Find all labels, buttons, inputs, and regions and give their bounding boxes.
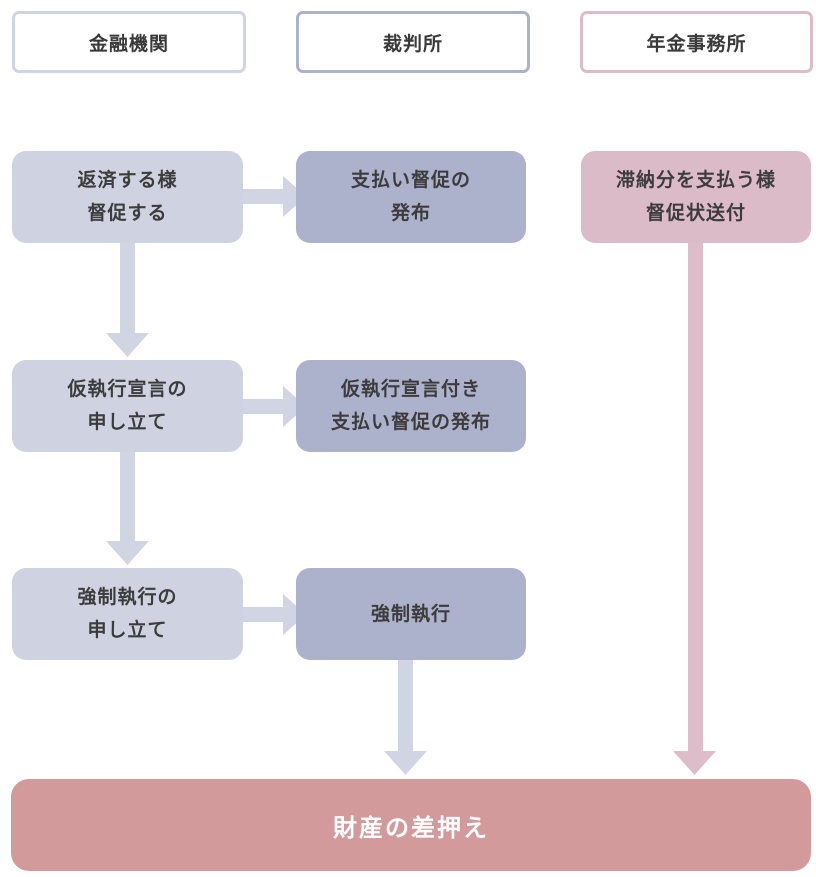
header-pension-office: 年金事務所 <box>580 11 813 73</box>
step-arrears-notice: 滞納分を支払う様 督促状送付 <box>581 151 811 243</box>
header-label: 金融機関 <box>88 32 169 55</box>
box-line: 返済する様 <box>77 169 178 191</box>
box-line: 支払い督促の発布 <box>330 411 491 433</box>
box-line: 強制執行の <box>77 586 178 608</box>
header-financial-institution: 金融機関 <box>12 11 246 73</box>
arrow-down-bank-2 <box>106 452 149 565</box>
box-line: 申し立て <box>87 411 168 433</box>
box-line: 申し立て <box>87 619 168 641</box>
step-provisional-execution-petition: 仮執行宣言の 申し立て <box>12 360 243 452</box>
step-provisional-payment-order: 仮執行宣言付き 支払い督促の発布 <box>296 360 526 452</box>
arrow-down-pension <box>673 243 716 775</box>
outcome-asset-seizure: 財産の差押え <box>11 779 811 871</box>
box-line: 支払い督促の <box>350 169 471 191</box>
box-line: 仮執行宣言の <box>67 378 188 400</box>
box-line: 督促する <box>87 202 168 224</box>
box-line: 仮執行宣言付き <box>340 378 481 400</box>
step-payment-order: 支払い督促の 発布 <box>296 151 526 243</box>
box-line: 強制執行 <box>370 602 451 625</box>
box-line: 督促状送付 <box>645 202 746 224</box>
step-enforcement-petition: 強制執行の 申し立て <box>12 568 243 660</box>
box-line: 滞納分を支払う様 <box>615 169 776 191</box>
arrow-down-bank-1 <box>106 243 149 357</box>
outcome-label: 財産の差押え <box>333 813 489 842</box>
arrow-right-3 <box>243 594 306 635</box>
arrow-down-court <box>384 660 427 775</box>
step-enforcement: 強制執行 <box>296 568 526 660</box>
header-label: 年金事務所 <box>646 32 747 55</box>
box-line: 発布 <box>390 202 431 224</box>
header-court: 裁判所 <box>296 11 530 73</box>
arrow-right-2 <box>243 386 306 427</box>
step-repayment-urge: 返済する様 督促する <box>12 151 243 243</box>
header-label: 裁判所 <box>382 32 443 55</box>
arrow-right-1 <box>243 176 306 217</box>
